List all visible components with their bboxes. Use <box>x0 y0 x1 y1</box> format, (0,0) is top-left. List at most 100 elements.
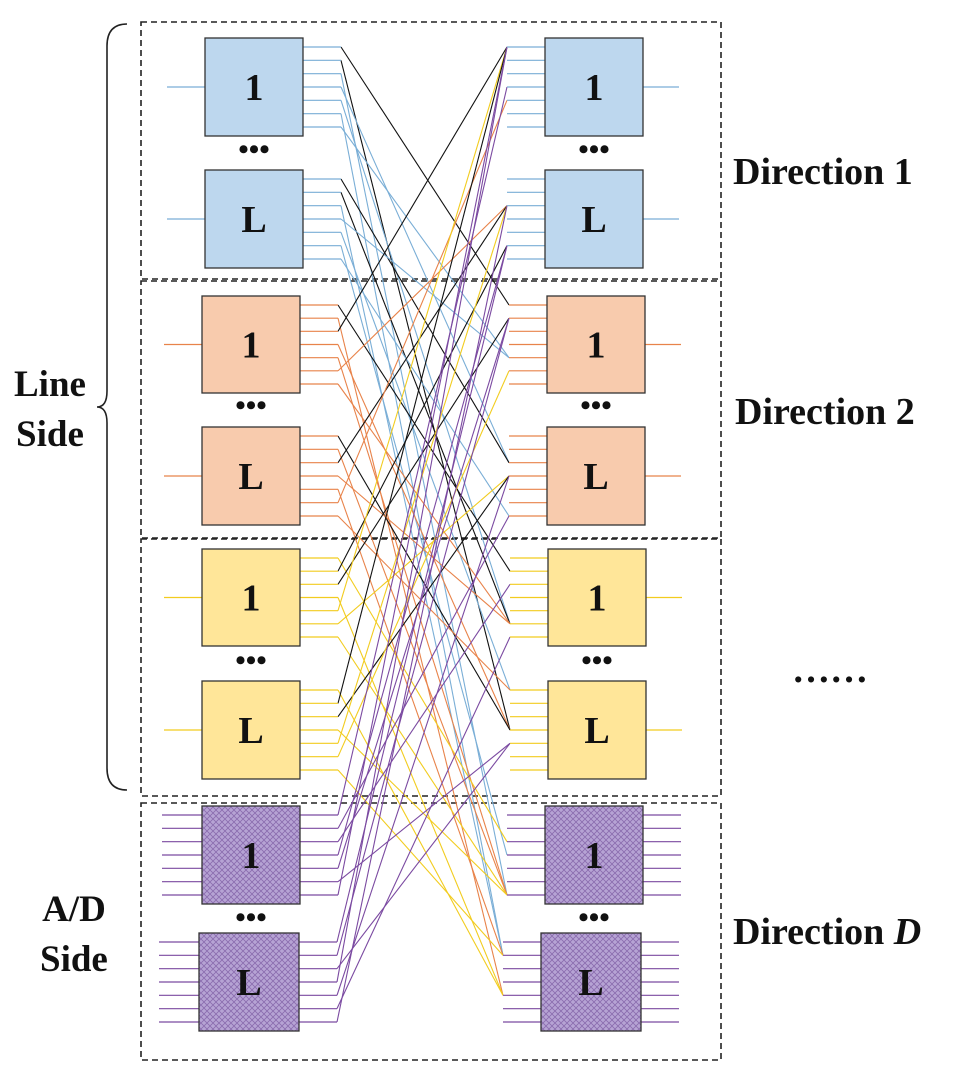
cross-connect-wire <box>337 205 508 744</box>
right-module-2-1 <box>546 295 646 394</box>
right-module-1-L <box>544 169 644 269</box>
module-ellipsis: ••• <box>235 389 267 422</box>
cross-connect-wire <box>337 86 508 816</box>
direction-2-label: Direction 2 <box>735 391 915 433</box>
left-module-D-1 <box>201 805 301 905</box>
module-index-label: 1 <box>585 835 604 877</box>
cross-connect-wire <box>337 597 504 996</box>
cross-connect-wire <box>337 46 508 611</box>
cross-connect-wire <box>337 357 508 896</box>
right-module-3-L <box>547 680 647 780</box>
module-ellipsis: ••• <box>238 133 270 166</box>
module-index-label: L <box>583 456 608 498</box>
more-directions-ellipsis: …… <box>792 649 868 691</box>
direction-1-label: Direction 1 <box>733 151 913 193</box>
cross-connect-wire <box>337 449 508 896</box>
cross-connect-wire <box>340 113 504 956</box>
cross-connect-wire <box>337 742 511 883</box>
module-index-label: L <box>238 710 263 752</box>
cross-connect-wire <box>340 73 508 896</box>
module-index-label: 1 <box>242 578 261 620</box>
cross-connect-wire <box>337 689 504 996</box>
left-module-2-1 <box>201 295 301 394</box>
module-index-label: L <box>584 710 609 752</box>
cross-connect-wire <box>337 304 511 572</box>
module-index-label: 1 <box>242 835 261 877</box>
module-index-label: L <box>238 456 263 498</box>
cross-connect-wire <box>337 46 508 896</box>
module-ellipsis: ••• <box>235 901 267 934</box>
cross-connect-wire <box>337 46 508 332</box>
left-module-3-L <box>201 680 301 780</box>
right-module-D-L <box>540 932 642 1032</box>
cross-connect-wire <box>340 46 510 306</box>
module-index-label: L <box>236 962 261 1004</box>
module-ellipsis: ••• <box>578 133 610 166</box>
direction-frame-1 <box>140 21 722 280</box>
ad-side-label: A/D Side <box>40 889 108 980</box>
cross-connect-wire <box>337 489 504 956</box>
cross-connect-wire <box>337 245 508 572</box>
cross-connect-wire <box>340 126 510 358</box>
cross-connect-wire <box>337 205 508 372</box>
module-index-label: 1 <box>587 325 606 367</box>
cross-connect-wire <box>337 557 508 842</box>
module-ellipsis: ••• <box>235 644 267 677</box>
module-index-label: 1 <box>585 67 604 109</box>
right-module-1-1 <box>544 37 644 137</box>
left-module-D-L <box>198 932 300 1032</box>
right-module-D-1 <box>544 805 644 905</box>
direction-frame-D <box>140 802 722 1061</box>
module-ellipsis: ••• <box>580 389 612 422</box>
cross-connect-wire <box>337 317 510 585</box>
line-side-brace-path <box>96 23 128 791</box>
cross-connect-wire <box>337 318 504 996</box>
cross-connect-wire <box>340 258 510 517</box>
cross-connect-wire <box>337 584 511 842</box>
cross-connect-wire <box>336 318 510 956</box>
cross-connect-wire <box>337 100 508 503</box>
right-module-3-1 <box>547 548 647 647</box>
cross-connect-wire <box>336 205 508 1023</box>
module-index-label: 1 <box>242 325 261 367</box>
cross-connect-wire <box>340 86 510 463</box>
cross-connect-wire <box>340 192 511 625</box>
cross-connect-wire <box>337 636 508 896</box>
direction-frame-3 <box>140 538 722 797</box>
cross-connect-wire <box>337 729 508 896</box>
module-ellipsis: ••• <box>581 644 613 677</box>
module-index-label: 1 <box>245 67 264 109</box>
cross-connect-wire <box>337 318 510 869</box>
cross-connect-wire <box>337 475 510 717</box>
cross-connect-wire <box>336 475 510 996</box>
module-ports <box>159 46 682 1023</box>
cross-connect-wire <box>337 435 511 731</box>
module-index-label: L <box>578 962 603 1004</box>
right-module-2-L <box>546 426 646 526</box>
inter-direction-wires <box>336 46 511 1023</box>
line-side-label: Line Side <box>14 364 86 455</box>
left-module-1-L <box>204 169 304 269</box>
direction-d-label: Direction D <box>733 911 922 953</box>
left-module-1-1 <box>204 37 304 137</box>
line-side-brace <box>96 23 128 791</box>
module-index-label: L <box>241 199 266 241</box>
module-index-label: L <box>581 199 606 241</box>
cross-connect-wire <box>340 60 511 731</box>
cross-connect-wire <box>337 475 510 625</box>
cross-connect-wire <box>337 344 511 731</box>
cross-connect-wire <box>340 232 511 691</box>
cross-connect-wire <box>337 46 508 704</box>
module-index-label: 1 <box>588 578 607 620</box>
cross-connect-wire <box>336 46 508 983</box>
left-module-3-1 <box>201 548 301 647</box>
cross-connect-wire <box>336 636 511 1009</box>
cross-connect-wire <box>340 218 510 359</box>
left-module-2-L <box>201 426 301 526</box>
cross-connect-wire <box>337 205 508 463</box>
module-ellipsis: ••• <box>578 901 610 934</box>
cross-connect-wire <box>336 742 511 970</box>
